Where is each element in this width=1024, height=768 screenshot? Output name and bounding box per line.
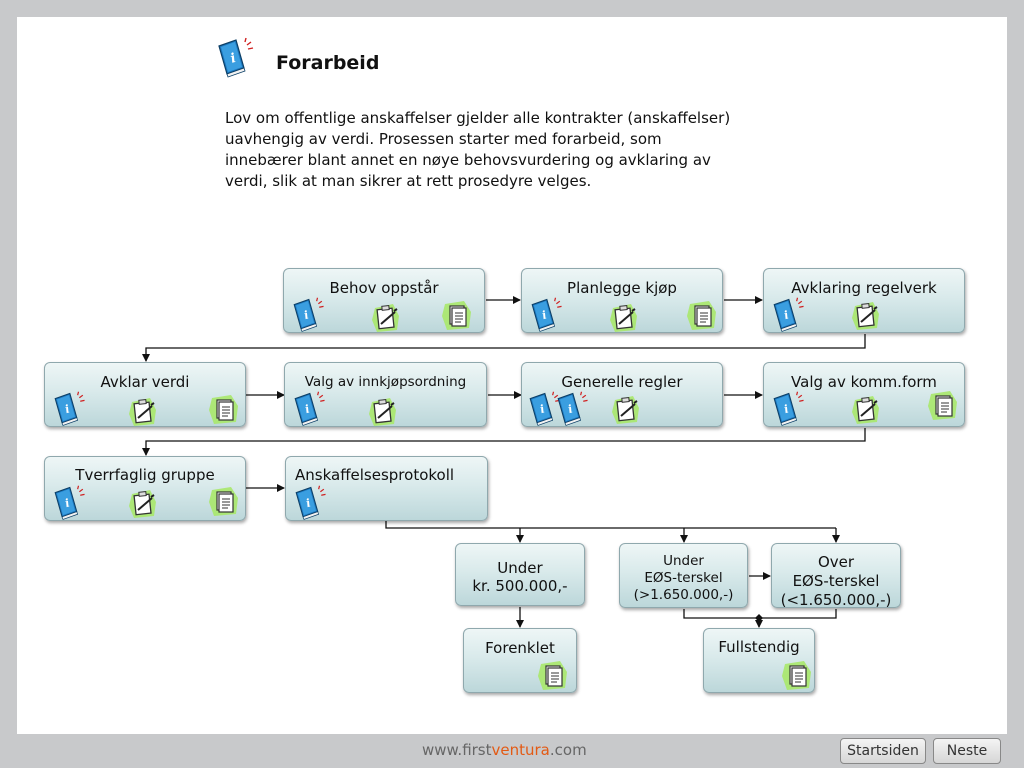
- node-label-line1: Under: [663, 553, 704, 569]
- info-book-icon[interactable]: [51, 484, 87, 522]
- info-book-icon[interactable]: [291, 390, 327, 428]
- merge-diamond: [755, 614, 763, 622]
- footer-url[interactable]: www.firstventura.com: [422, 741, 587, 759]
- clipboard-task-icon[interactable]: [127, 396, 159, 428]
- clipboard-task-icon[interactable]: [370, 302, 402, 334]
- node-fullstendig[interactable]: Fullstendig: [703, 628, 815, 693]
- node-label-line3: (>1.650.000,-): [633, 587, 734, 603]
- arrow-kommform-tverrfaglig: [142, 428, 866, 456]
- node-label-line1: Over: [817, 553, 855, 571]
- info-book-icon[interactable]: [554, 390, 590, 428]
- clipboard-task-icon[interactable]: [850, 394, 882, 426]
- document-icon[interactable]: [927, 390, 959, 422]
- intro-text: Lov om offentlige anskaffelser gjelder a…: [225, 108, 825, 192]
- node-forenklet[interactable]: Forenklet: [463, 628, 577, 693]
- info-book-icon[interactable]: [770, 296, 806, 334]
- clipboard-task-icon[interactable]: [127, 488, 159, 520]
- url-accent: ventura: [491, 741, 550, 759]
- clipboard-task-icon[interactable]: [608, 302, 640, 334]
- node-verdi[interactable]: Avklar verdi: [44, 362, 246, 427]
- clipboard-task-icon[interactable]: [610, 394, 642, 426]
- node-label: Anskaffelsesprotokoll: [295, 466, 455, 484]
- home-button[interactable]: Startsiden: [840, 738, 926, 764]
- node-label-line2: kr. 500.000,-: [472, 577, 568, 595]
- document-icon[interactable]: [441, 300, 473, 332]
- document-icon[interactable]: [208, 394, 240, 426]
- node-label: Avklar verdi: [100, 373, 190, 391]
- info-book-icon[interactable]: [290, 296, 326, 334]
- node-undereos[interactable]: Under EØS-terskel (>1.650.000,-): [619, 543, 748, 608]
- node-label: Avklaring regelverk: [791, 279, 937, 297]
- node-label: Generelle regler: [561, 373, 683, 391]
- node-under500[interactable]: Under kr. 500.000,-: [455, 543, 585, 606]
- document-icon[interactable]: [781, 660, 813, 692]
- intro-line: Lov om offentlige anskaffelser gjelder a…: [225, 109, 731, 127]
- node-label: Valg av komm.form: [791, 373, 937, 391]
- info-book-icon[interactable]: [770, 390, 806, 428]
- node-label: Tverrfaglig gruppe: [75, 466, 215, 484]
- clipboard-task-icon[interactable]: [850, 300, 882, 332]
- node-label: Valg av innkjøpsordning: [304, 374, 467, 390]
- node-tverrfaglig[interactable]: Tverrfaglig gruppe: [44, 456, 246, 521]
- node-label-line1: Under: [497, 559, 543, 577]
- document-icon[interactable]: [686, 300, 718, 332]
- node-innkjop[interactable]: Valg av innkjøpsordning: [284, 362, 487, 427]
- node-label: Planlegge kjøp: [567, 279, 677, 297]
- url-suffix: .com: [549, 741, 587, 759]
- node-kommform[interactable]: Valg av komm.form: [763, 362, 965, 427]
- node-regelverk[interactable]: Avklaring regelverk: [763, 268, 965, 333]
- clipboard-task-icon[interactable]: [367, 396, 399, 428]
- node-label: Behov oppstår: [329, 279, 439, 297]
- document-icon[interactable]: [537, 660, 569, 692]
- next-button[interactable]: Neste: [933, 738, 1001, 764]
- info-book-icon[interactable]: [51, 390, 87, 428]
- node-protokoll[interactable]: Anskaffelsesprotokoll: [285, 456, 488, 521]
- node-label: Fullstendig: [718, 638, 800, 656]
- document-icon[interactable]: [208, 486, 240, 518]
- node-label-line3: (<1.650.000,-): [780, 591, 892, 609]
- node-label-line2: EØS-terskel: [644, 570, 723, 586]
- page-title: Forarbeid: [276, 52, 380, 74]
- node-label: Forenklet: [485, 639, 555, 657]
- url-prefix: www.first: [422, 741, 492, 759]
- branch-protokoll: [385, 520, 836, 529]
- node-label-line2: EØS-terskel: [792, 572, 880, 590]
- node-behov[interactable]: Behov oppstår: [283, 268, 485, 333]
- info-book-icon[interactable]: [528, 296, 564, 334]
- node-overeos[interactable]: Over EØS-terskel (<1.650.000,-): [771, 543, 901, 609]
- intro-line: uavhengig av verdi. Prosessen starter me…: [225, 130, 662, 148]
- node-planlegge[interactable]: Planlegge kjøp: [521, 268, 723, 333]
- info-book-icon[interactable]: [292, 484, 328, 522]
- node-generelle[interactable]: Generelle regler: [521, 362, 723, 427]
- intro-line: verdi, slik at man sikrer at rett prosed…: [225, 172, 592, 190]
- arrow-regelverk-verdi: [142, 334, 866, 362]
- intro-line: innebærer blant annet en nøye behovsvurd…: [225, 151, 711, 169]
